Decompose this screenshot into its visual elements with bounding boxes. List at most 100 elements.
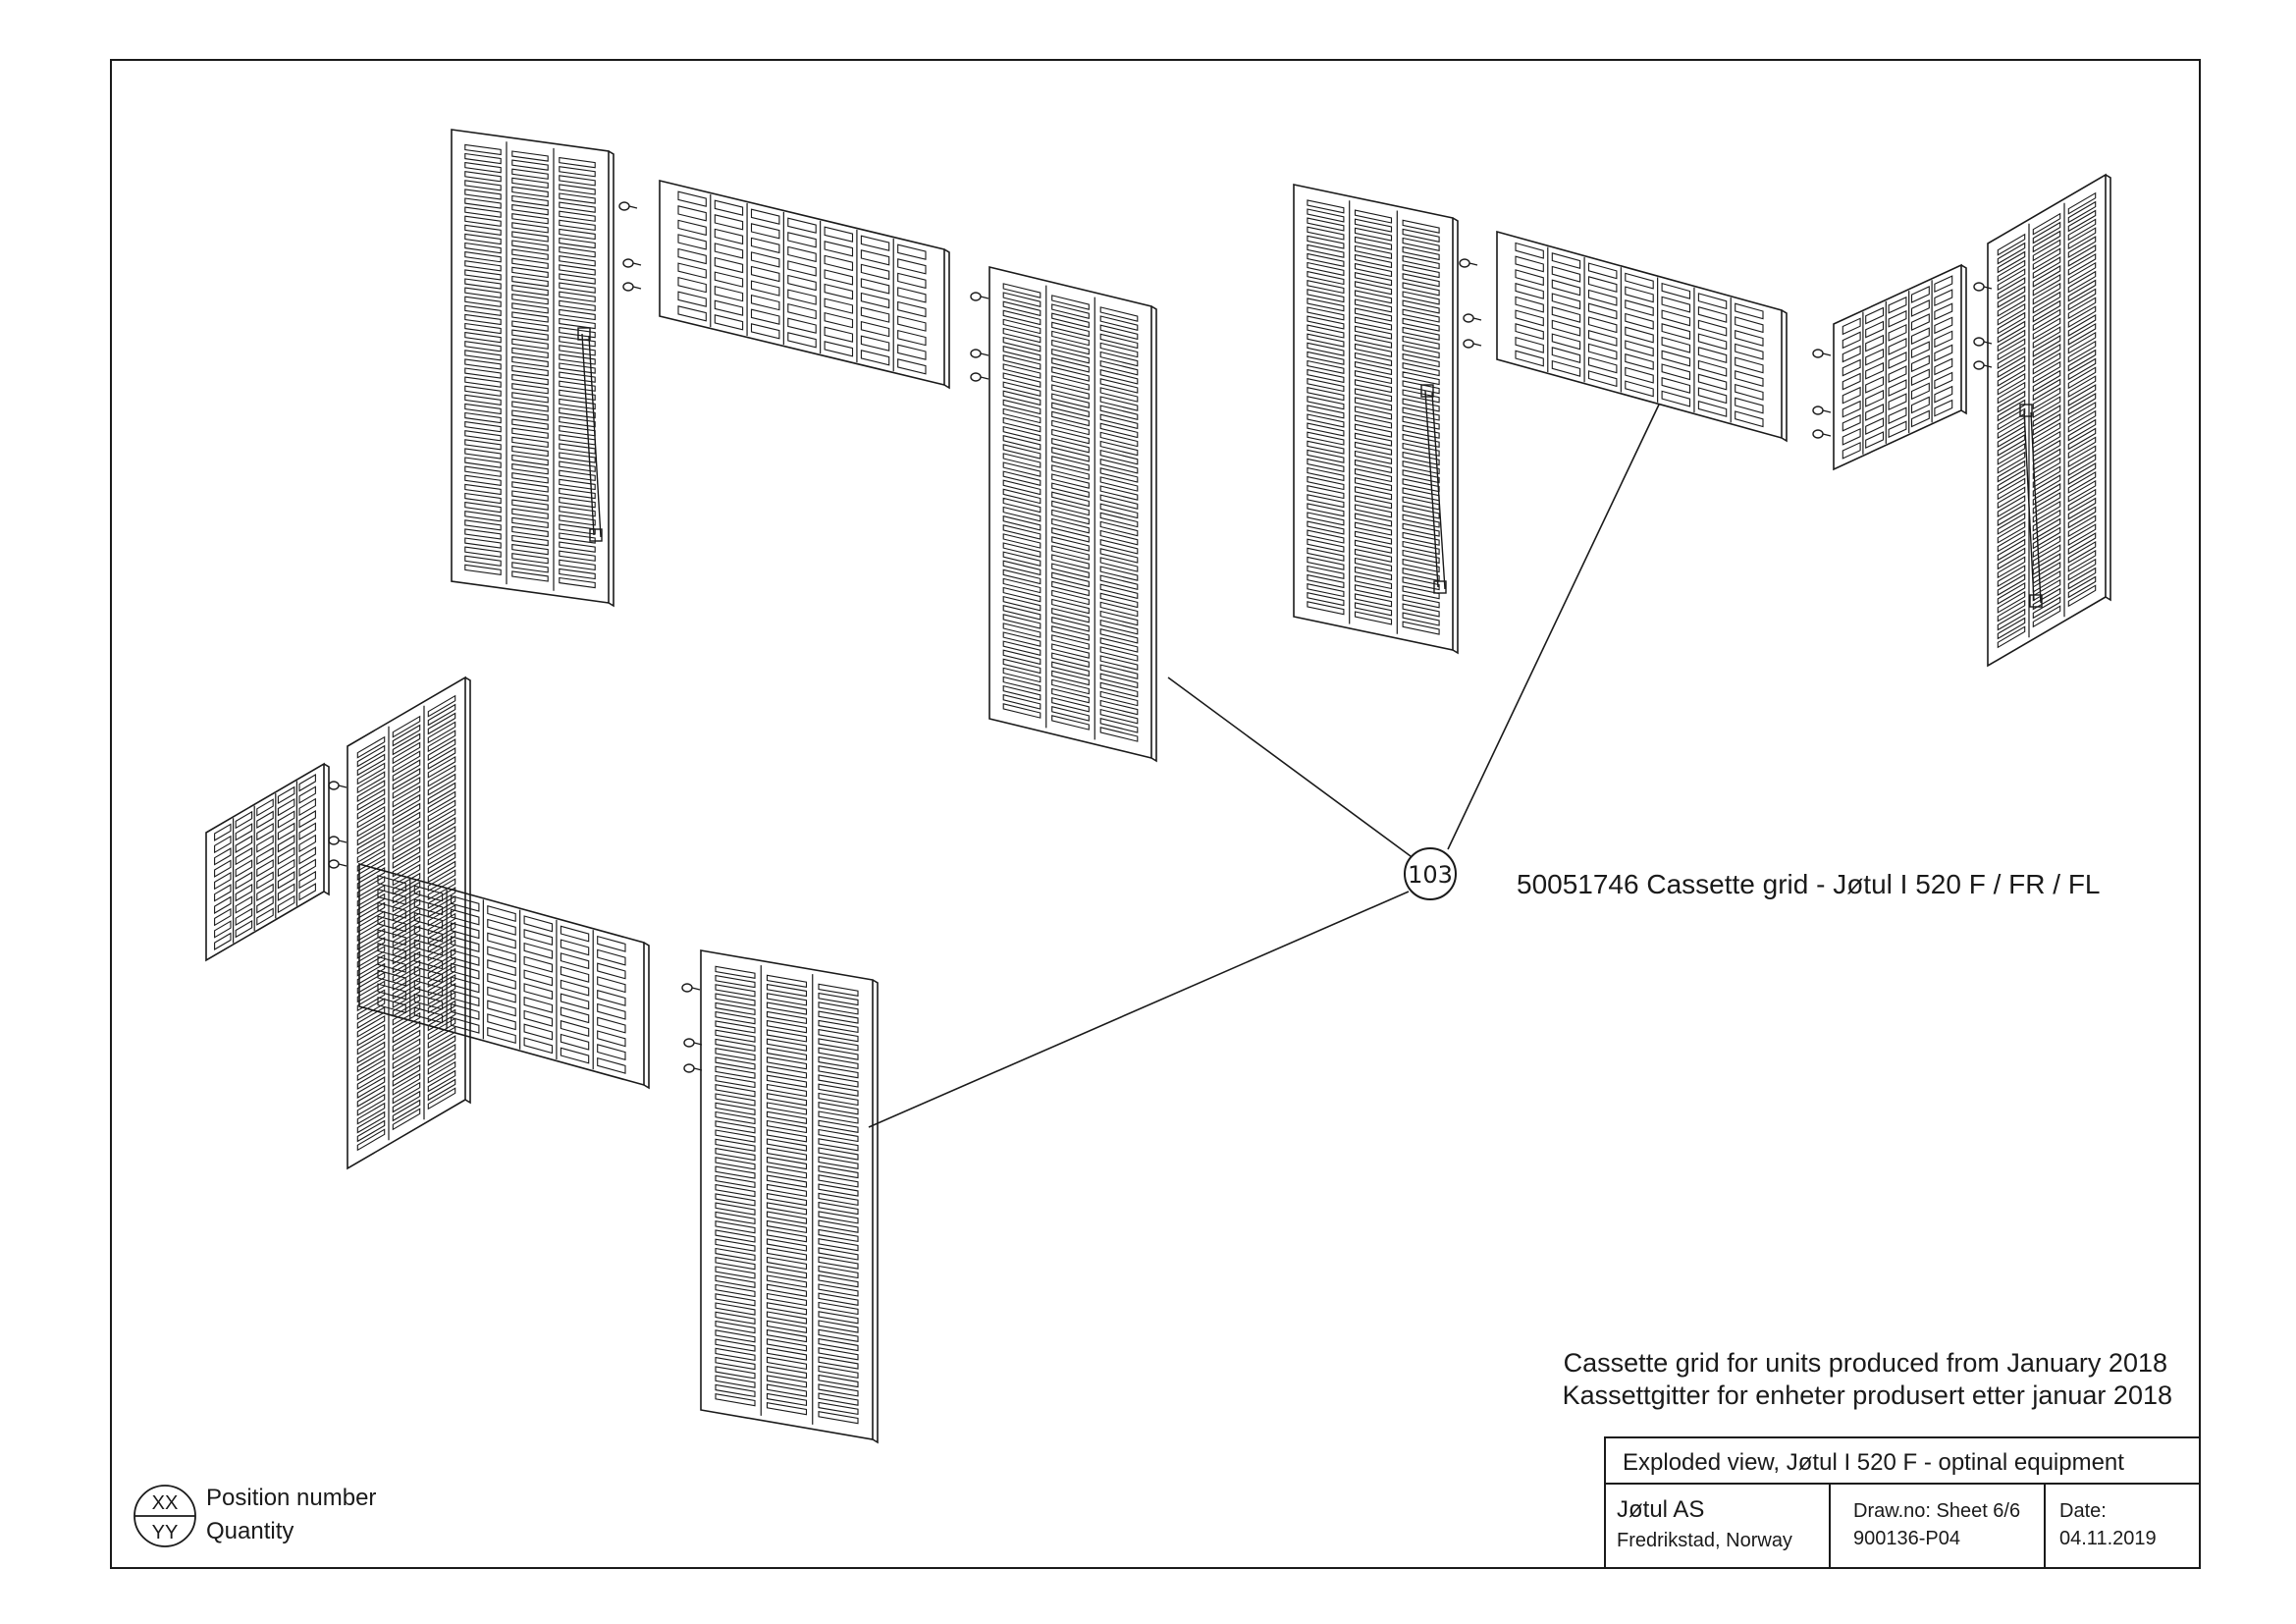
grid-slot: [818, 1411, 859, 1425]
grid-slot: [1354, 298, 1393, 313]
grid-slot: [1515, 242, 1544, 259]
grid-slot: [214, 859, 232, 878]
grid-slot: [787, 317, 817, 334]
grid-slot: [1002, 336, 1041, 352]
screws-b3: [1973, 282, 1993, 370]
grid-slot: [559, 273, 596, 285]
grid-slot: [277, 894, 295, 914]
grid-slot: [1402, 442, 1440, 457]
grid-slot: [715, 1010, 756, 1025]
grid-slot: [1099, 449, 1139, 465]
grid-slot: [413, 1006, 444, 1024]
grid-slot: [766, 1156, 808, 1170]
grid-slot: [897, 244, 927, 260]
grid-slot: [464, 537, 502, 549]
grid-slot: [413, 925, 444, 943]
grid-slot: [1099, 690, 1139, 707]
grid-slot: [1402, 228, 1440, 243]
grid-slot: [2067, 506, 2097, 529]
grid-slot: [2032, 308, 2061, 332]
grid-slot: [1354, 548, 1393, 563]
grid-slot: [1865, 320, 1885, 339]
grid-slot: [2067, 349, 2097, 372]
grid-slot: [1402, 558, 1440, 573]
grid-slot: [2067, 409, 2097, 433]
grid-slot: [559, 389, 596, 402]
grid-slot: [1354, 423, 1393, 438]
grid-slot: [2067, 575, 2097, 599]
grid-slot: [1099, 708, 1139, 725]
grid-slot: [787, 332, 817, 349]
left-bracket-b: [1420, 384, 1447, 594]
grid-slot: [1354, 343, 1393, 357]
screw-shank: [1472, 317, 1482, 321]
grid-slot: [464, 501, 502, 514]
grid-slot: [766, 1165, 808, 1179]
grid-slot: [427, 764, 456, 787]
grid-slot: [1099, 359, 1139, 376]
grid-slot: [2032, 509, 2061, 532]
leader-lines: [868, 404, 1660, 1128]
grid-slot: [2032, 291, 2061, 314]
grid-slot: [427, 1052, 456, 1075]
left-tall-grid-a-edge: [608, 150, 614, 608]
grid-slot: [511, 383, 549, 395]
grid-slot: [715, 1138, 756, 1152]
grid-slot: [1910, 313, 1930, 331]
grid-slot: [1002, 497, 1041, 514]
grid-slot: [487, 986, 516, 1003]
grid-slot: [1865, 417, 1885, 435]
grid-slot: [1307, 298, 1345, 312]
bracket-clip: [1433, 580, 1447, 594]
grid-slot: [523, 983, 554, 1001]
grid-slot: [511, 347, 549, 359]
grid-slot: [1002, 605, 1041, 621]
grid-slot: [2032, 596, 2061, 620]
grid-slot: [1551, 279, 1581, 297]
grid-slot: [750, 308, 780, 325]
screws-b1: [1459, 258, 1482, 349]
grid-slot: [1402, 255, 1440, 270]
grid-slot: [464, 385, 502, 397]
grid-slot: [235, 871, 253, 890]
grid-slot: [392, 1099, 421, 1122]
grid-slot: [1307, 573, 1345, 589]
grid-slot: [1051, 384, 1090, 400]
grid-slot: [1997, 372, 2026, 396]
right-tall-grid-a: [988, 265, 1157, 763]
grid-slot: [1997, 320, 2026, 344]
screw-shank: [338, 863, 347, 867]
grid-slot: [1625, 299, 1654, 317]
small-side-grid-c-outline: [205, 762, 325, 962]
grid-slot: [464, 420, 502, 433]
grid-slot: [1910, 382, 1930, 401]
left-tall-grid-c: [347, 676, 471, 1170]
grid-slot: [1865, 361, 1885, 380]
grid-slot: [750, 251, 780, 268]
grid-slot: [1307, 601, 1345, 616]
grid-slot: [818, 1365, 859, 1380]
grid-slot: [1997, 512, 2026, 535]
grid-slot: [464, 206, 502, 218]
grid-slot: [1051, 348, 1090, 364]
grid-slot: [2032, 396, 2061, 419]
grid-slot: [464, 269, 502, 281]
grid-slot: [487, 904, 516, 923]
grid-slot: [427, 712, 456, 735]
grid-slot: [1051, 366, 1090, 382]
grid-slot: [1515, 336, 1544, 353]
grid-slot: [1625, 272, 1654, 290]
grid-slot: [597, 1002, 626, 1020]
grid-slot: [766, 1056, 808, 1070]
grid-slot: [413, 966, 444, 984]
grid-slot: [766, 1047, 808, 1061]
grid-slot: [1997, 529, 2026, 553]
leader-line-3: [868, 891, 1410, 1128]
grid-slot: [1051, 652, 1090, 668]
grid-slot: [897, 272, 927, 290]
grid-slot: [860, 278, 890, 295]
grid-slot: [356, 945, 386, 968]
grid-slot: [1307, 520, 1345, 535]
screws-c2: [681, 983, 703, 1073]
grid-slot: [1099, 574, 1139, 590]
